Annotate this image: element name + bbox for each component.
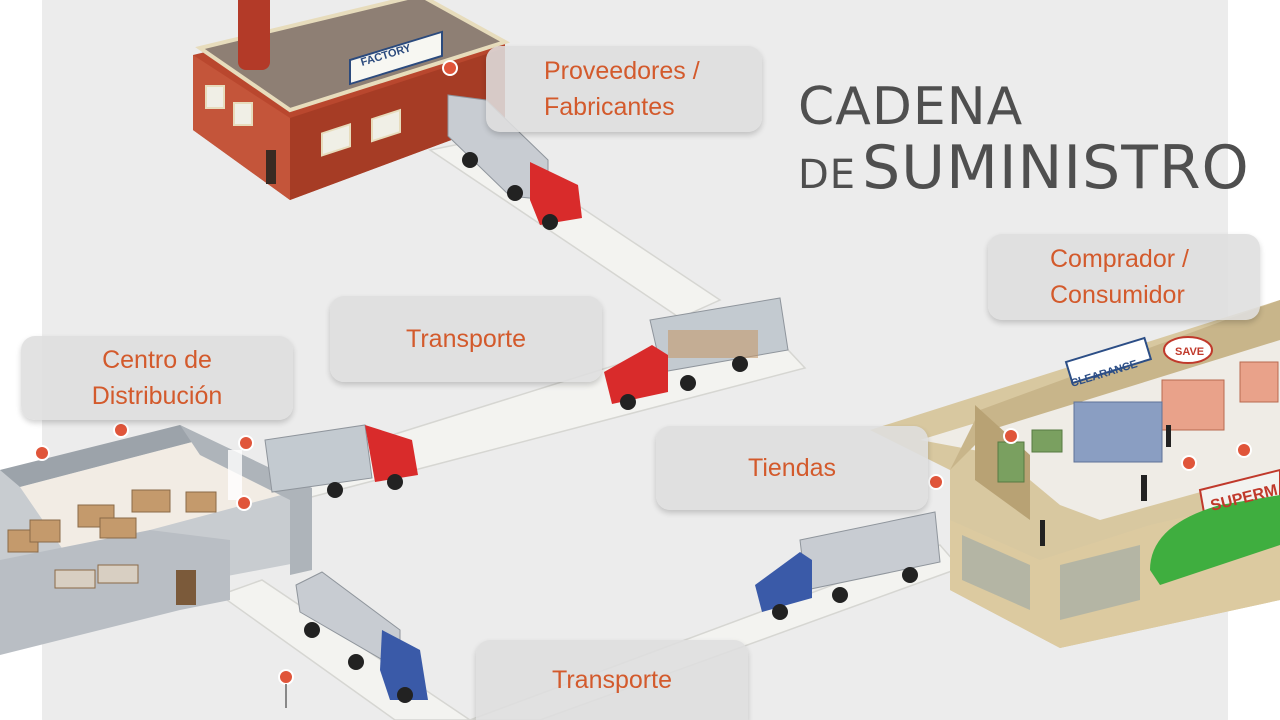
title-line1: CADENA — [798, 77, 1024, 137]
factory-building: FACTORY — [193, 0, 511, 200]
label-consumer-line2: Consumidor — [1050, 281, 1185, 309]
marker-store-2 — [1003, 428, 1019, 444]
label-consumer: Comprador / Consumidor — [988, 234, 1260, 320]
store-awning — [1150, 495, 1280, 585]
truck-red-1 — [447, 94, 582, 230]
truck-red-3 — [264, 424, 418, 498]
label-stores: Tiendas — [656, 426, 928, 510]
store-shelves-red — [1161, 361, 1279, 431]
label-distribution-center: Centro de Distribución — [21, 336, 293, 420]
marker-dc-4 — [236, 495, 252, 511]
label-suppliers-line1: Proveedores / — [544, 57, 700, 85]
label-transport-bottom: Transporte — [476, 640, 748, 720]
label-transport-bottom-text: Transporte — [552, 666, 672, 694]
distribution-center-building — [0, 425, 312, 655]
label-suppliers-line2: Fabricantes — [544, 93, 675, 121]
marker-store-1 — [928, 474, 944, 490]
marker-dc-1 — [34, 445, 50, 461]
title-line2-small: DE — [798, 152, 857, 198]
save-sign — [1163, 336, 1213, 364]
store-shelves-green — [997, 429, 1063, 483]
dc-pallets — [7, 489, 217, 589]
location-markers — [34, 60, 1252, 685]
label-distribution-line2: Distribución — [91, 382, 223, 410]
label-distribution-line1: Centro de — [102, 346, 212, 374]
truck-blue-1 — [295, 571, 428, 703]
label-consumer-line1: Comprador / — [1050, 245, 1189, 273]
store-building — [870, 300, 1280, 648]
label-transport-top-text: Transporte — [406, 325, 526, 353]
factory-sign — [349, 30, 443, 86]
truck-blue-2 — [755, 511, 941, 620]
marker-dc-3 — [238, 435, 254, 451]
marker-road — [278, 669, 294, 685]
marker-store-4 — [1236, 442, 1252, 458]
marker-dc-2 — [113, 422, 129, 438]
store-shelves-blue — [1073, 401, 1163, 463]
title-line2-big: SUMINISTRO — [862, 133, 1250, 203]
shoppers — [1040, 425, 1171, 546]
label-suppliers: Proveedores / Fabricantes — [486, 46, 762, 132]
label-transport-top: Transporte — [330, 296, 602, 382]
clearance-sign — [1064, 336, 1153, 385]
label-stores-text: Tiendas — [747, 454, 836, 482]
marker-factory — [442, 60, 458, 76]
marker-store-3 — [1181, 455, 1197, 471]
truck-red-2 — [604, 297, 789, 410]
factory-chimney — [238, 0, 270, 70]
save-sign-text: SAVE — [1175, 346, 1204, 358]
